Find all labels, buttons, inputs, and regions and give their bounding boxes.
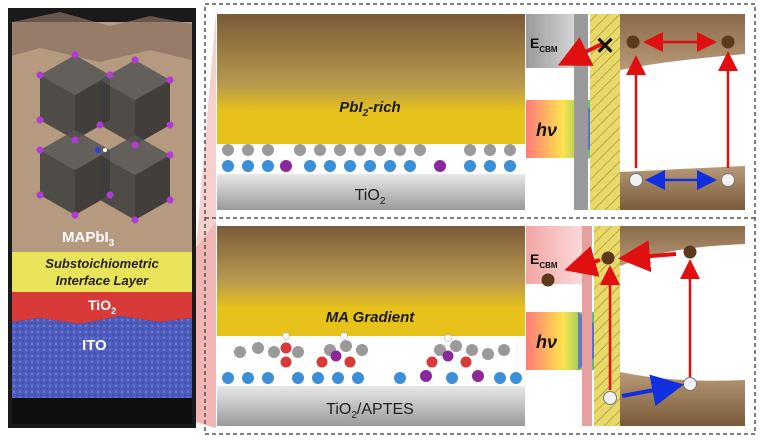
top-panel: PbI2-rich TiO2 ECBM [217, 14, 745, 210]
valence-band-bottom [620, 372, 745, 426]
hole-drift-arrow-bottom [621, 374, 684, 407]
mapbi3-label: MAPbI3 [62, 229, 115, 249]
blocked-mark: ✕ [595, 33, 615, 60]
perovskite-crystal-structure [36, 51, 174, 224]
ecbm-label-bottom: ECBM [530, 251, 558, 270]
hole-bottom-right [683, 377, 697, 391]
ecbm-label-top: ECBM [530, 35, 558, 54]
top-ion-layer [222, 144, 516, 172]
valence-band-top [620, 166, 745, 210]
hole-bottom-left [603, 391, 617, 405]
hv-label-bottom: hν [536, 332, 557, 352]
pbi2-rich-film [217, 14, 525, 144]
methylammonium-ion [95, 147, 101, 153]
outer-dashed-frame [204, 3, 756, 435]
ma-gradient-film [217, 226, 525, 336]
left-cross-section-panel: MAPbI3 Substoichiometric Interface Layer… [8, 8, 196, 428]
electron-top-left [626, 35, 640, 49]
ito-label: ITO [82, 337, 107, 354]
ma-gradient-label: MA Gradient [326, 309, 416, 326]
hv-label-top: hν [536, 120, 557, 140]
ito-layer [12, 316, 192, 398]
electron-bottom-left [601, 251, 615, 265]
glass-layer [12, 398, 192, 424]
electron-bottom-right [683, 245, 697, 259]
tio2-substrate-top [217, 174, 525, 210]
tio2-layer [12, 292, 192, 324]
electron-drift-arrow-bottom [618, 240, 677, 273]
interface-label-line1: Substoichiometric [45, 256, 159, 271]
electron-top-right [721, 35, 735, 49]
bottom-molecule-layer [222, 332, 522, 384]
hole-top-left [629, 173, 643, 187]
interface-layer [12, 252, 192, 292]
pbi2-rich-label: PbI2-rich [339, 99, 400, 119]
tio2-aptes-label: TiO2/APTES [326, 401, 414, 421]
interface-label-line2: Interface Layer [56, 273, 149, 288]
electrode-strip-bottom [582, 226, 592, 426]
transferred-electron [541, 273, 555, 287]
tio2-label: TiO2 [88, 297, 116, 316]
electrode-strip-top [574, 14, 588, 210]
zoom-wedge-lower [196, 222, 216, 428]
bottom-panel: MA Gradient [217, 226, 745, 426]
hole-top-right [721, 173, 735, 187]
tio2-aptes-substrate [217, 386, 525, 426]
electron-injection-arrow [564, 246, 601, 277]
perovskite-surface [12, 12, 192, 62]
tio2-substrate-top-label: TiO2 [355, 187, 386, 207]
electron-transfer-arrow-top [557, 37, 603, 66]
conduction-band-bottom [620, 226, 745, 266]
